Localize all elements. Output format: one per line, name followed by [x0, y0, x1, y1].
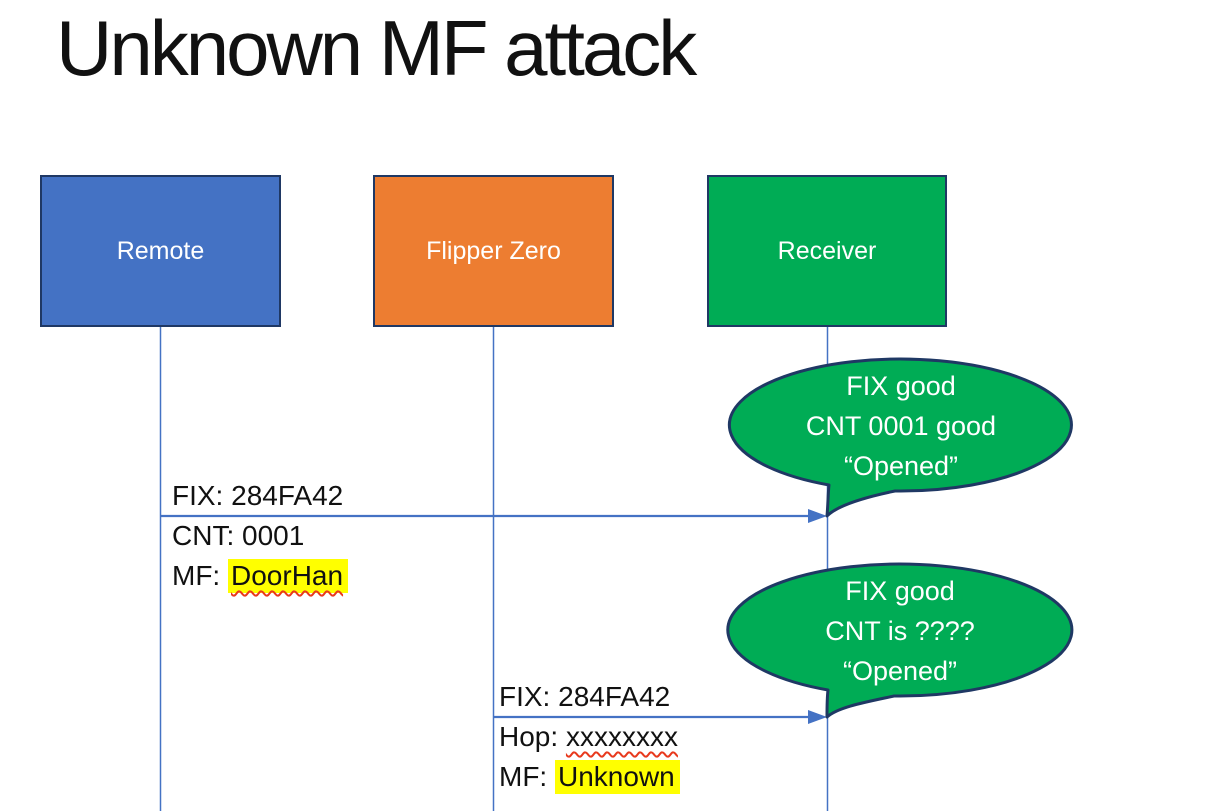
- message-2-mf-value-highlighted: Unknown: [555, 760, 680, 794]
- callout-1-line-1: FIX good: [846, 371, 956, 401]
- slide-title: Unknown MF attack: [56, 4, 697, 92]
- actor-receiver-label: Receiver: [777, 236, 877, 265]
- message-2-text: FIX: 284FA42 Hop: xxxxxxxx MF: Unknown: [499, 677, 680, 797]
- callout-1-line-2: CNT 0001 good: [805, 411, 997, 441]
- callout-2-line-1: FIX good: [845, 576, 955, 606]
- message-1-mf-line: MF: DoorHan: [172, 556, 349, 596]
- message-1-cnt-label: CNT:: [172, 520, 235, 551]
- callout-bubble-2: [726, 562, 1074, 719]
- message-2-mf-label: MF:: [499, 761, 548, 792]
- callout-bubble-1: [727, 357, 1073, 518]
- message-2-hop-label: Hop:: [499, 721, 559, 752]
- message-2-hop-value: xxxxxxxx: [565, 721, 678, 752]
- message-1-cnt-value: 0001: [242, 520, 305, 551]
- message-2-fix-line: FIX: 284FA42: [499, 681, 671, 712]
- message-1-fix-line: FIX: 284FA42: [172, 480, 344, 511]
- callout-1-line-3: “Opened”: [843, 451, 959, 481]
- actor-remote-label: Remote: [116, 236, 205, 265]
- message-arrow-1-arrowhead-icon: [808, 509, 827, 523]
- callout-2-line-3: “Opened”: [842, 656, 958, 686]
- message-1-text: FIX: 284FA42 CNT: 0001 MF: DoorHan: [172, 476, 349, 596]
- actor-receiver: Receiver: [707, 175, 947, 327]
- actor-remote: Remote: [40, 175, 281, 327]
- callout-1-text: FIX good CNT 0001 good “Opened”: [729, 366, 1073, 486]
- message-2-mf-line: MF: Unknown: [499, 757, 680, 797]
- message-arrow-2-arrowhead-icon: [808, 710, 827, 724]
- callout-2-text: FIX good CNT is ???? “Opened”: [728, 571, 1072, 691]
- callout-2-line-2: CNT is ????: [825, 616, 975, 646]
- actor-flipper-zero-label: Flipper Zero: [426, 236, 561, 265]
- message-1-mf-value-highlighted: DoorHan: [228, 559, 349, 593]
- actor-flipper-zero: Flipper Zero: [373, 175, 614, 327]
- message-1-cnt-line: CNT: 0001: [172, 516, 348, 556]
- message-2-hop-line: Hop: xxxxxxxx: [499, 717, 680, 757]
- message-1-mf-label: MF:: [172, 560, 221, 591]
